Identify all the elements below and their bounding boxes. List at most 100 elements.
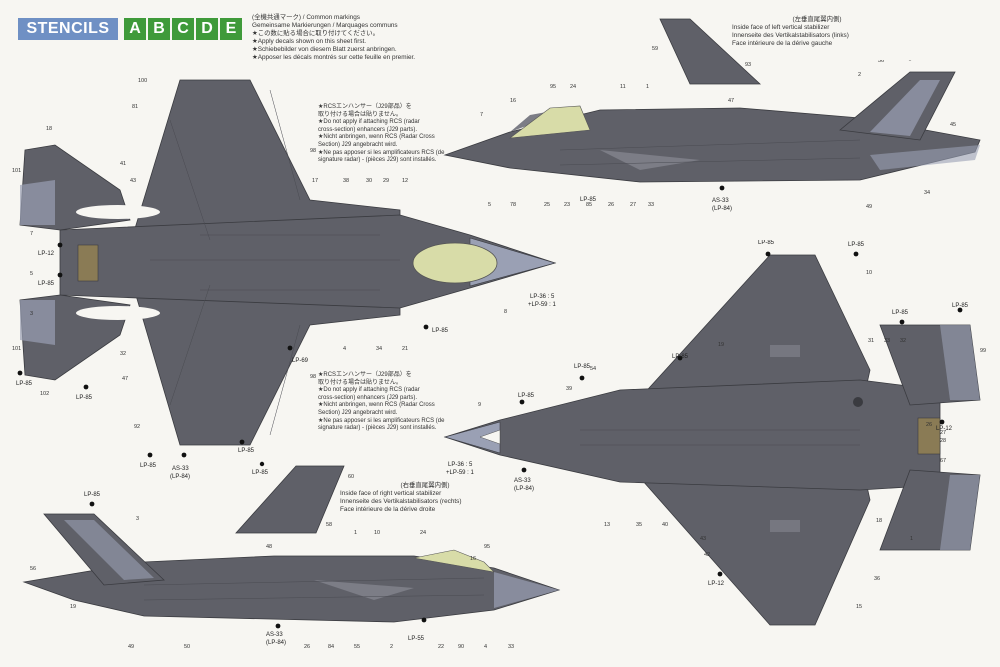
callout-label: 93 [745, 62, 751, 68]
callout-label: 47 [122, 376, 128, 382]
paint-label: LP-69 [292, 358, 309, 364]
callout-label: 43 [700, 536, 706, 542]
callout-label: 10 [374, 530, 380, 536]
callout-label: 45 [950, 122, 956, 128]
callout-label: 56 [878, 60, 884, 64]
top-view-callouts: 100 81 41 18 101 17 38 30 29 12 98 43 8 … [12, 78, 507, 430]
paint-mix: LP-36 : 5 [448, 462, 473, 468]
callout-label: 101 [12, 346, 21, 352]
paint-label: AS-33 [712, 198, 729, 204]
left-side-airframe [443, 71, 981, 183]
callout-label: 4 [343, 346, 346, 352]
paint-label: LP-85 [574, 364, 591, 370]
callout-label: 16 [510, 98, 516, 104]
callout-label: 34 [924, 190, 930, 196]
callout-label: 36 [874, 576, 880, 582]
left-side-view-aircraft: 95 24 16 11 1 2 56 7 5 78 25 23 85 26 27… [443, 60, 981, 212]
paint-mix: +LP-59 : 1 [446, 470, 475, 476]
callout-label: 60 [348, 474, 354, 480]
right-stabilizer-shape [235, 465, 345, 534]
callout-label: 24 [420, 530, 426, 536]
stencils-title: STENCILS [18, 18, 118, 40]
callout-label: 101 [12, 168, 21, 174]
callout-label: 58 [326, 522, 332, 528]
callout-label: 3 [136, 516, 139, 522]
paint-label: (LP-84) [266, 640, 286, 646]
paint-label: LP-85 [252, 470, 269, 476]
callout-label: 95 [484, 544, 490, 550]
callout-label: 16 [470, 556, 476, 562]
callout-label: 2 [858, 72, 861, 78]
paint-label: LP-85 [38, 281, 55, 287]
callout-label: 10 [866, 270, 872, 276]
paint-label: LP-55 [408, 636, 425, 642]
paint-label: LP-85 [76, 395, 93, 401]
callout-label: 41 [120, 161, 126, 167]
callout-label: 98 [310, 148, 316, 154]
right-side-paint-labels: LP-85 AS-33 (LP-84) LP-55 [84, 492, 427, 646]
paint-label: LP-12 [38, 251, 55, 257]
callout-label: 32 [120, 351, 126, 357]
callout-label: 13 [604, 522, 610, 528]
callout-label: 95 [550, 84, 556, 90]
paint-label: LP-85 [432, 328, 449, 334]
callout-label: 102 [40, 391, 49, 397]
callout-label: 85 [586, 202, 592, 208]
callout-label: 4 [484, 644, 487, 650]
callout-label: 1 [910, 536, 913, 542]
callout-label: 42 [704, 552, 710, 558]
paint-label: (LP-84) [514, 486, 534, 492]
callout-label: 26 [608, 202, 614, 208]
bottom-view-aircraft: 9 54 39 10 31 33 32 99 67 28 26 27 13 35… [443, 240, 986, 626]
rcs-note-bottom: ★RCSエンハンサー（J29部品）を 取り付ける場合は貼りません。 ★Do no… [318, 372, 445, 432]
callout-label: 7 [30, 231, 33, 237]
callout-label: 49 [128, 644, 134, 650]
paint-label: LP-85 [518, 393, 535, 399]
callout-label: 33 [508, 644, 514, 650]
callout-label: 3 [30, 311, 33, 317]
callout-label: 48 [266, 544, 272, 550]
left-stabilizer-caption: (左垂直尾翼内側) Inside face of left vertical s… [732, 16, 849, 47]
paint-label: LP-12 [936, 426, 953, 432]
callout-label: 21 [402, 346, 408, 352]
right-side-airframe [22, 513, 561, 623]
callout-label: 84 [328, 644, 334, 650]
callout-label: 49 [866, 204, 872, 210]
paint-mix: +LP-59 : 1 [528, 302, 557, 308]
paint-label: LP-85 [238, 448, 255, 454]
callout-label: 25 [544, 202, 550, 208]
callout-label: 27 [940, 430, 946, 436]
left-stabilizer-shape [659, 18, 762, 85]
callout-label: 56 [30, 566, 36, 572]
callout-label: 8 [504, 309, 507, 315]
callout-label: 67 [940, 458, 946, 464]
paint-label: LP-85 [140, 463, 157, 469]
callout-label: 22 [438, 644, 444, 650]
variant-letters: A B C D E [124, 18, 242, 40]
paint-label: LP-85 [758, 240, 775, 246]
top-view-aircraft: 100 81 41 18 101 17 38 30 29 12 98 43 8 … [12, 78, 557, 480]
paint-label: LP-85 [672, 354, 689, 360]
left-stabilizer-inset: 59 93 47 [652, 18, 762, 104]
callout-label: 78 [510, 202, 516, 208]
callout-label: 33 [884, 338, 890, 344]
right-side-callouts: 3 24 16 95 10 1 56 19 22 90 4 33 84 50 4… [30, 516, 514, 650]
callout-label: 5 [30, 271, 33, 277]
callout-label: 38 [343, 178, 349, 184]
paint-label: LP-85 [892, 310, 909, 316]
callout-label: 5 [488, 202, 491, 208]
letter-b: B [148, 18, 170, 40]
callout-label: 1 [354, 530, 357, 536]
paint-label: AS-33 [172, 466, 189, 472]
callout-label: 9 [478, 402, 481, 408]
right-side-view-aircraft: 3 24 16 95 10 1 56 19 22 90 4 33 84 50 4… [22, 492, 561, 650]
callout-label: 43 [130, 178, 136, 184]
left-side-callouts: 95 24 16 11 1 2 56 7 5 78 25 23 85 26 27… [480, 60, 956, 210]
bottom-view-callouts: 9 54 39 10 31 33 32 99 67 28 26 27 13 35… [478, 270, 986, 610]
common-markings-note: (全機共通マーク) / Common markings Gemeinsame M… [252, 14, 416, 61]
callout-label: 99 [980, 348, 986, 354]
right-stabilizer-caption: (右垂直尾翼内側) Inside face of right vertical … [340, 482, 462, 513]
callout-label: 23 [564, 202, 570, 208]
callout-label: 35 [636, 522, 642, 528]
